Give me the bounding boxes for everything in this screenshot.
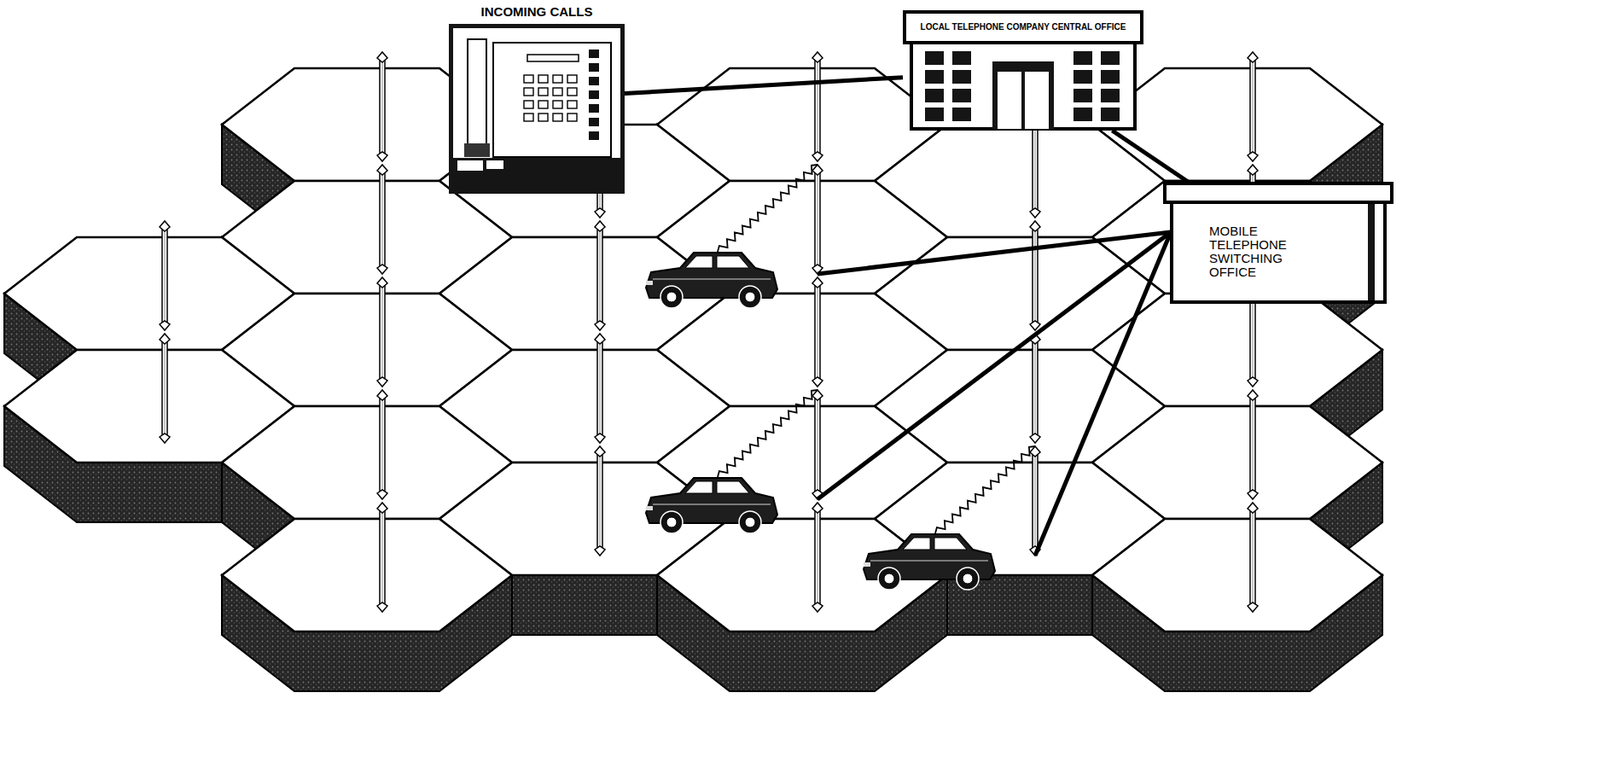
function-button: [588, 63, 600, 72]
key: [538, 113, 548, 122]
key: [538, 75, 548, 83]
cell-antenna: [1029, 221, 1041, 331]
cell-antenna: [377, 389, 388, 500]
function-button: [588, 117, 600, 127]
node-label: LOCAL TELEPHONE COMPANY CENTRAL OFFICE: [920, 21, 1127, 34]
window: [1100, 107, 1120, 122]
car: [645, 252, 778, 309]
key: [538, 100, 548, 109]
window: [1073, 107, 1093, 122]
cell-antenna: [377, 164, 388, 274]
cell-antenna: [377, 502, 388, 612]
connector-line: [624, 77, 903, 94]
radio-link: [717, 389, 818, 478]
trunk-line: [817, 232, 1171, 500]
cell-antenna: [377, 277, 388, 387]
window: [1100, 88, 1120, 103]
function-button: [588, 76, 600, 86]
key: [538, 87, 548, 96]
key: [567, 75, 577, 83]
cell-antenna: [812, 164, 823, 274]
cell-antenna: [594, 333, 606, 443]
key: [567, 100, 577, 109]
cell-antenna: [812, 389, 823, 500]
trunk-connector: [1111, 130, 1188, 182]
window: [952, 88, 972, 103]
function-button: [588, 90, 600, 99]
window: [1073, 51, 1093, 65]
cell-antenna: [1029, 446, 1041, 556]
trunk-line: [817, 232, 1171, 274]
mtso-node: MOBILE TELEPHONE SWITCHING OFFICE: [1163, 181, 1394, 304]
car: [645, 477, 778, 534]
connector-line: [1111, 130, 1188, 182]
function-button: [588, 104, 600, 113]
window: [952, 69, 972, 84]
cell-antenna: [377, 52, 388, 162]
window: [925, 88, 944, 103]
phone-node: INCOMING CALLS: [448, 3, 625, 194]
key: [523, 87, 534, 96]
radio-link: [935, 446, 1036, 534]
cell-antenna: [812, 277, 823, 387]
co-node: LOCAL TELEPHONE COMPANY CENTRAL OFFICE: [902, 10, 1144, 131]
key: [523, 100, 534, 109]
function-button: [588, 131, 600, 140]
car: [863, 534, 995, 590]
cell-antenna: [1029, 333, 1041, 443]
node-label: MOBILE TELEPHONE SWITCHING OFFICE: [1209, 224, 1321, 280]
window: [1100, 51, 1120, 65]
window: [1073, 69, 1093, 84]
key: [552, 75, 563, 83]
cell-antenna: [1247, 52, 1258, 162]
key: [567, 113, 577, 122]
telephone-icon: [448, 23, 625, 194]
cell-antenna: [159, 221, 170, 331]
node-label: INCOMING CALLS: [448, 3, 625, 21]
window: [1100, 69, 1120, 84]
cell-antenna: [1247, 389, 1258, 500]
cell-antenna: [159, 333, 170, 443]
cell-antenna: [1247, 502, 1258, 612]
key: [552, 113, 563, 122]
cell-antenna: [594, 446, 606, 556]
window: [952, 107, 972, 122]
radio-link: [717, 164, 818, 252]
trunk-line: [1035, 232, 1171, 556]
cell-antenna: [812, 502, 823, 612]
window: [925, 107, 944, 122]
key: [523, 75, 534, 83]
cell-antenna: [812, 52, 823, 162]
window: [925, 51, 944, 65]
cell-antenna: [594, 221, 606, 331]
key: [523, 113, 534, 122]
door: [992, 61, 1054, 129]
key: [552, 100, 563, 109]
hex-cell: [221, 518, 512, 632]
key: [552, 87, 563, 96]
window: [1073, 88, 1093, 103]
function-button: [588, 49, 600, 59]
window: [925, 69, 944, 84]
key: [567, 87, 577, 96]
trunk-connector: [624, 77, 903, 94]
window: [952, 51, 972, 65]
hex-cell: [1092, 518, 1383, 632]
